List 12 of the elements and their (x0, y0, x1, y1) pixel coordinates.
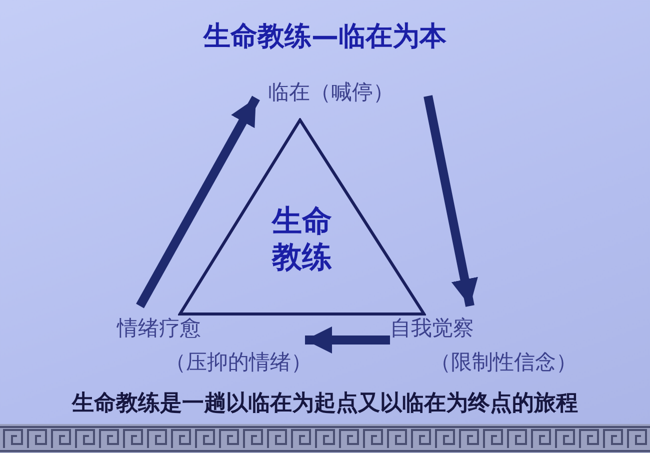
corner-note: （压抑的情绪） (165, 349, 312, 376)
corner-note: （限制性信念） (430, 349, 577, 376)
arrow (305, 326, 390, 354)
arrow (424, 95, 478, 307)
corner-label: 临在（喊停） (268, 79, 394, 106)
triangle-node (178, 118, 426, 316)
center-label: 生命教练 (270, 204, 333, 276)
arrow (136, 96, 260, 308)
title: 生命教练—临在为本 (202, 20, 448, 54)
corner-label: 情绪疗愈 (117, 315, 201, 342)
caption: 生命教练是一趟以临在为起点又以临在为终点的旅程 (70, 389, 579, 418)
corner-label: 自我觉察 (390, 315, 474, 342)
